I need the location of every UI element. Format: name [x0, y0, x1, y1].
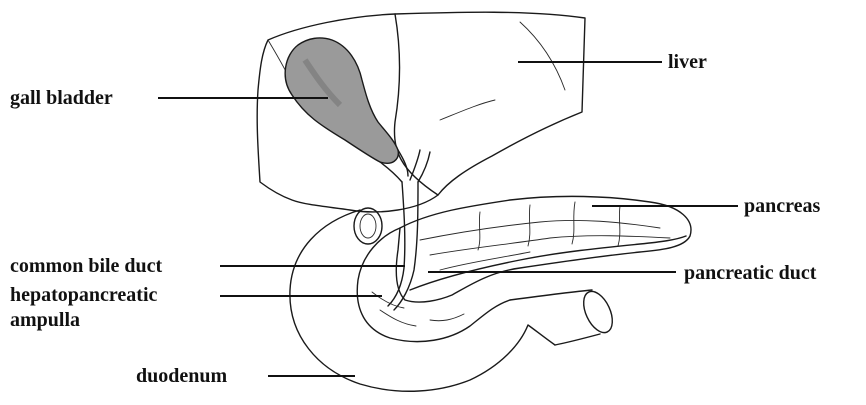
label-duodenum: duodenum — [136, 365, 227, 387]
pancreas-shape — [396, 196, 691, 302]
label-pancreas: pancreas — [744, 195, 821, 217]
labels: liver gall bladder pancreas common bile … — [10, 51, 821, 387]
label-hepatopancreatic: hepatopancreatic — [10, 284, 158, 306]
label-ampulla: ampulla — [10, 309, 80, 331]
label-gall-bladder: gall bladder — [10, 87, 113, 109]
duodenum-shape — [290, 210, 618, 391]
anatomy-drawing — [257, 12, 691, 391]
gall-bladder-shape — [285, 38, 398, 163]
label-pancreatic-duct: pancreatic duct — [684, 262, 817, 284]
label-liver: liver — [668, 51, 707, 73]
vessel-ring — [354, 208, 382, 244]
label-common-bile-duct: common bile duct — [10, 255, 163, 277]
leader-lines — [158, 62, 738, 376]
